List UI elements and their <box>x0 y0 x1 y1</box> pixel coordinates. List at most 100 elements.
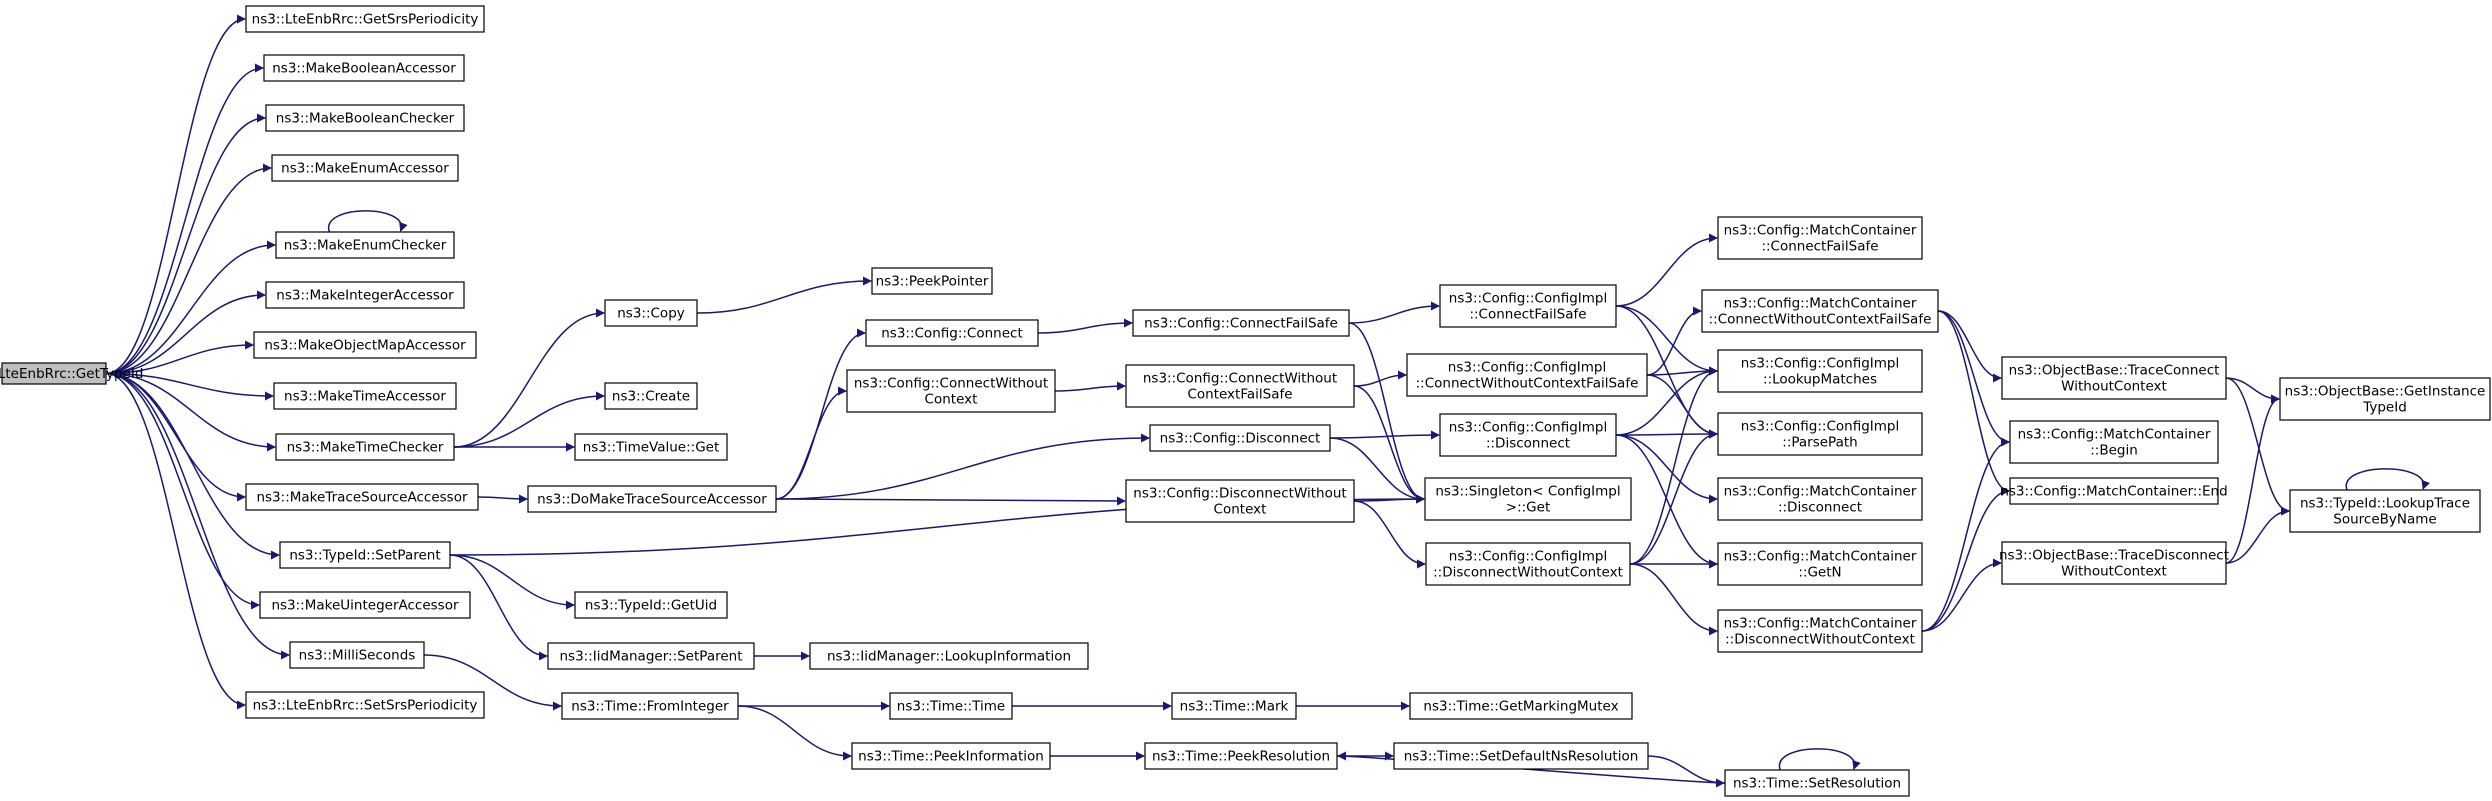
node-root[interactable]: ns3::LteEnbRrc::GetTypeId <box>0 362 143 385</box>
node-n10[interactable]: ns3::MakeTraceSourceAccessor <box>245 483 479 511</box>
node-label: ::DisconnectWithoutContext <box>1433 565 1623 581</box>
node-ttime[interactable]: ns3::Time::Time <box>889 692 1013 720</box>
node-box <box>527 485 777 513</box>
node-box <box>574 433 728 461</box>
node-n5[interactable]: ns3::MakeEnumChecker <box>275 231 455 259</box>
node-singleton[interactable]: ns3::Singleton< ConfigImpl >::Get <box>1424 477 1632 521</box>
node-mcbegin[interactable]: ns3::Config::MatchContainer::Begin <box>2009 420 2219 464</box>
node-label: ns3::MakeObjectMapAccessor <box>264 338 466 354</box>
node-label: ns3::MilliSeconds <box>299 648 416 664</box>
edge-root-n13 <box>105 372 290 660</box>
node-label: ns3::Config::MatchContainer <box>1724 484 1917 500</box>
node-n6[interactable]: ns3::MakeIntegerAccessor <box>265 281 465 309</box>
node-label: ns3::Config::ConfigImpl <box>1449 291 1607 307</box>
edge-cidisc-mcgetn <box>1615 434 1718 569</box>
node-box <box>1425 542 1631 586</box>
node-box <box>245 483 479 511</box>
node-box <box>275 231 455 259</box>
node-obtcwc[interactable]: ns3::ObjectBase::TraceConnectWithoutCont… <box>2001 356 2227 400</box>
node-n1[interactable]: ns3::LteEnbRrc::GetSrsPeriodicity <box>245 5 485 33</box>
node-box <box>1393 742 1649 770</box>
node-cconnwo[interactable]: ns3::Config::ConnectWithoutContext <box>846 369 1056 413</box>
node-peekptr[interactable]: ns3::PeekPointer <box>871 267 993 295</box>
node-label: WithoutContext <box>2061 564 2167 580</box>
node-box <box>1144 742 1338 770</box>
node-cdiscwo[interactable]: ns3::Config::DisconnectWithoutContext <box>1125 479 1355 523</box>
node-n13[interactable]: ns3::MilliSeconds <box>289 641 425 669</box>
node-mcend[interactable]: ns3::Config::MatchContainer::End <box>2000 477 2228 505</box>
node-box <box>263 54 465 82</box>
node-n3[interactable]: ns3::MakeBooleanChecker <box>265 104 465 132</box>
node-label: ns3::Config::MatchContainer <box>1724 223 1917 239</box>
node-cilookup[interactable]: ns3::Config::ConfigImpl::LookupMatches <box>1717 349 1923 393</box>
node-ciconnfs[interactable]: ns3::Config::ConfigImpl::ConnectFailSafe <box>1439 284 1617 328</box>
node-box <box>289 641 425 669</box>
node-n12[interactable]: ns3::MakeUintegerAccessor <box>259 591 471 619</box>
edge-ccwcfs-singleton <box>1353 385 1425 504</box>
node-tgetmutex[interactable]: ns3::Time::GetMarkingMutex <box>1409 692 1633 720</box>
node-n4[interactable]: ns3::MakeEnumAccessor <box>271 154 459 182</box>
node-n9[interactable]: ns3::MakeTimeChecker <box>275 433 455 461</box>
edge-mcconnwcfs-mcend <box>1937 310 2010 496</box>
node-tvget[interactable]: ns3::TimeValue::Get <box>574 433 728 461</box>
node-obtdwc[interactable]: ns3::ObjectBase::TraceDisconnectWithoutC… <box>1999 541 2229 585</box>
node-iidset[interactable]: ns3::IidManager::SetParent <box>547 642 755 670</box>
node-ciconnwcfs[interactable]: ns3::Config::ConfigImpl::ConnectWithoutC… <box>1406 353 1648 397</box>
node-mcdiscwc[interactable]: ns3::Config::MatchContainer::DisconnectW… <box>1717 609 1923 653</box>
node-label: ::DisconnectWithoutContext <box>1725 632 1915 648</box>
node-label: ::GetN <box>1798 565 1841 581</box>
node-create[interactable]: ns3::Create <box>604 382 698 410</box>
node-copy[interactable]: ns3::Copy <box>604 299 698 327</box>
node-n8[interactable]: ns3::MakeTimeAccessor <box>273 382 457 410</box>
node-box <box>2289 489 2481 533</box>
node-box <box>561 692 739 720</box>
node-label: WithoutContext <box>2061 379 2167 395</box>
edge-ccfs-singleton <box>1348 322 1425 504</box>
node-n11[interactable]: ns3::TypeId::SetParent <box>279 541 451 569</box>
node-label: ns3::Config::MatchContainer <box>1724 616 1917 632</box>
node-iidlookup[interactable]: ns3::IidManager::LookupInformation <box>809 642 1089 670</box>
node-cdisc[interactable]: ns3::Config::Disconnect <box>1149 424 1331 452</box>
node-ccfs[interactable]: ns3::Config::ConnectFailSafe <box>1132 309 1350 337</box>
node-label: ns3::MakeTimeAccessor <box>284 389 446 405</box>
node-tsetdef[interactable]: ns3::Time::SetDefaultNsResolution <box>1393 742 1649 770</box>
node-label: ::ConnectFailSafe <box>1469 307 1586 323</box>
node-label: ns3::Config::MatchContainer <box>2018 427 2211 443</box>
node-tpeekinfo[interactable]: ns3::Time::PeekInformation <box>851 742 1051 770</box>
node-n2[interactable]: ns3::MakeBooleanAccessor <box>263 54 465 82</box>
node-domake[interactable]: ns3::DoMakeTraceSourceAccessor <box>527 485 777 513</box>
node-tpeekres[interactable]: ns3::Time::PeekResolution <box>1144 742 1338 770</box>
node-mcconnwcfs[interactable]: ns3::Config::MatchContainer::ConnectWith… <box>1701 289 1939 333</box>
node-getuid[interactable]: ns3::TypeId::GetUid <box>574 591 728 619</box>
node-label: ns3::MakeBooleanAccessor <box>272 61 456 77</box>
node-mcconnfs[interactable]: ns3::Config::MatchContainer::ConnectFail… <box>1717 216 1923 260</box>
node-ciparse[interactable]: ns3::Config::ConfigImpl::ParsePath <box>1717 412 1923 456</box>
node-fromint[interactable]: ns3::Time::FromInteger <box>561 692 739 720</box>
edge-root-n3 <box>105 113 266 375</box>
node-label: ns3::MakeBooleanChecker <box>276 111 455 127</box>
node-tsetres[interactable]: ns3::Time::SetResolution <box>1724 769 1910 797</box>
node-label: ns3::Time::PeekInformation <box>858 749 1044 765</box>
edge-root-n2 <box>105 63 264 375</box>
node-box <box>851 742 1051 770</box>
node-box <box>1424 477 1632 521</box>
node-ccwcfs[interactable]: ns3::Config::ConnectWithoutContextFailSa… <box>1125 364 1355 408</box>
node-n14[interactable]: ns3::LteEnbRrc::SetSrsPeriodicity <box>245 691 485 719</box>
node-n7[interactable]: ns3::MakeObjectMapAccessor <box>253 331 477 359</box>
node-mcgetn[interactable]: ns3::Config::MatchContainer::GetN <box>1717 542 1923 586</box>
node-mcdisc[interactable]: ns3::Config::MatchContainer::Disconnect <box>1717 477 1923 521</box>
node-label: ns3::Time::SetDefaultNsResolution <box>1404 749 1639 765</box>
edge-n9-create <box>453 391 605 448</box>
node-box <box>259 591 471 619</box>
edge-cconnect-ccfs <box>1037 318 1133 334</box>
edge-cidisc-mcdisc <box>1615 434 1718 504</box>
node-cconnect[interactable]: ns3::Config::Connect <box>865 319 1039 347</box>
node-tmark[interactable]: ns3::Time::Mark <box>1171 692 1297 720</box>
edge-root-n12 <box>105 372 260 610</box>
node-label: ns3::Time::SetResolution <box>1733 776 1901 792</box>
function-nodes: ns3::LteEnbRrc::GetTypeIdns3::LteEnbRrc:… <box>0 5 2491 797</box>
node-cidisc[interactable]: ns3::Config::ConfigImpl::Disconnect <box>1439 413 1617 457</box>
node-cidiscwc[interactable]: ns3::Config::ConfigImpl::DisconnectWitho… <box>1425 542 1631 586</box>
